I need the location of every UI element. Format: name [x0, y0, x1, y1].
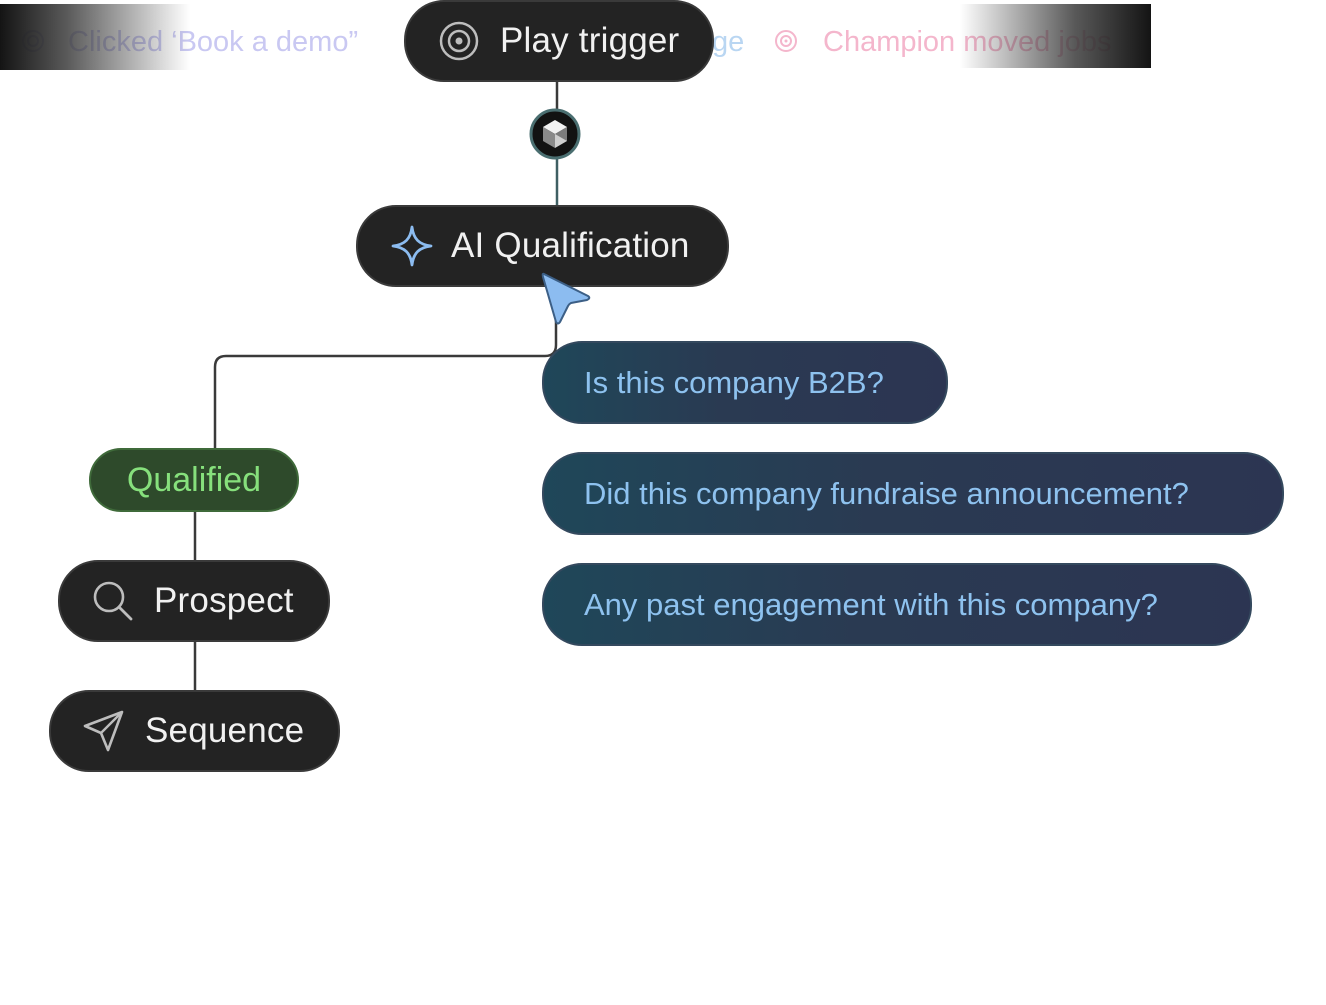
- target-icon: [775, 30, 797, 52]
- prospect-label: Prospect: [154, 581, 294, 620]
- search-icon: [91, 579, 135, 623]
- cube-logo-icon: [529, 108, 581, 160]
- sequence-label: Sequence: [145, 711, 305, 750]
- question-chip[interactable]: Any past engagement with this company?: [542, 563, 1252, 646]
- question-chip[interactable]: Is this company B2B?: [542, 341, 948, 424]
- question-chip[interactable]: Did this company fundraise announcement?: [542, 452, 1284, 535]
- connector-ai-qualified: [213, 287, 558, 449]
- sparkle-icon: [390, 224, 434, 268]
- play-trigger-node[interactable]: Play trigger: [404, 0, 714, 82]
- send-icon: [82, 709, 126, 753]
- qualified-badge[interactable]: Qualified: [89, 448, 299, 512]
- ticker-fade-right: [960, 4, 1151, 68]
- ai-qualification-label: AI Qualification: [451, 226, 690, 265]
- sequence-node[interactable]: Sequence: [49, 690, 340, 772]
- prospect-node[interactable]: Prospect: [58, 560, 330, 642]
- pointer-cursor-icon: [539, 270, 593, 328]
- ticker-item: ge: [712, 26, 745, 58]
- target-icon: [438, 20, 480, 62]
- ticker-fade-left: [0, 4, 190, 70]
- play-trigger-label: Play trigger: [500, 21, 680, 60]
